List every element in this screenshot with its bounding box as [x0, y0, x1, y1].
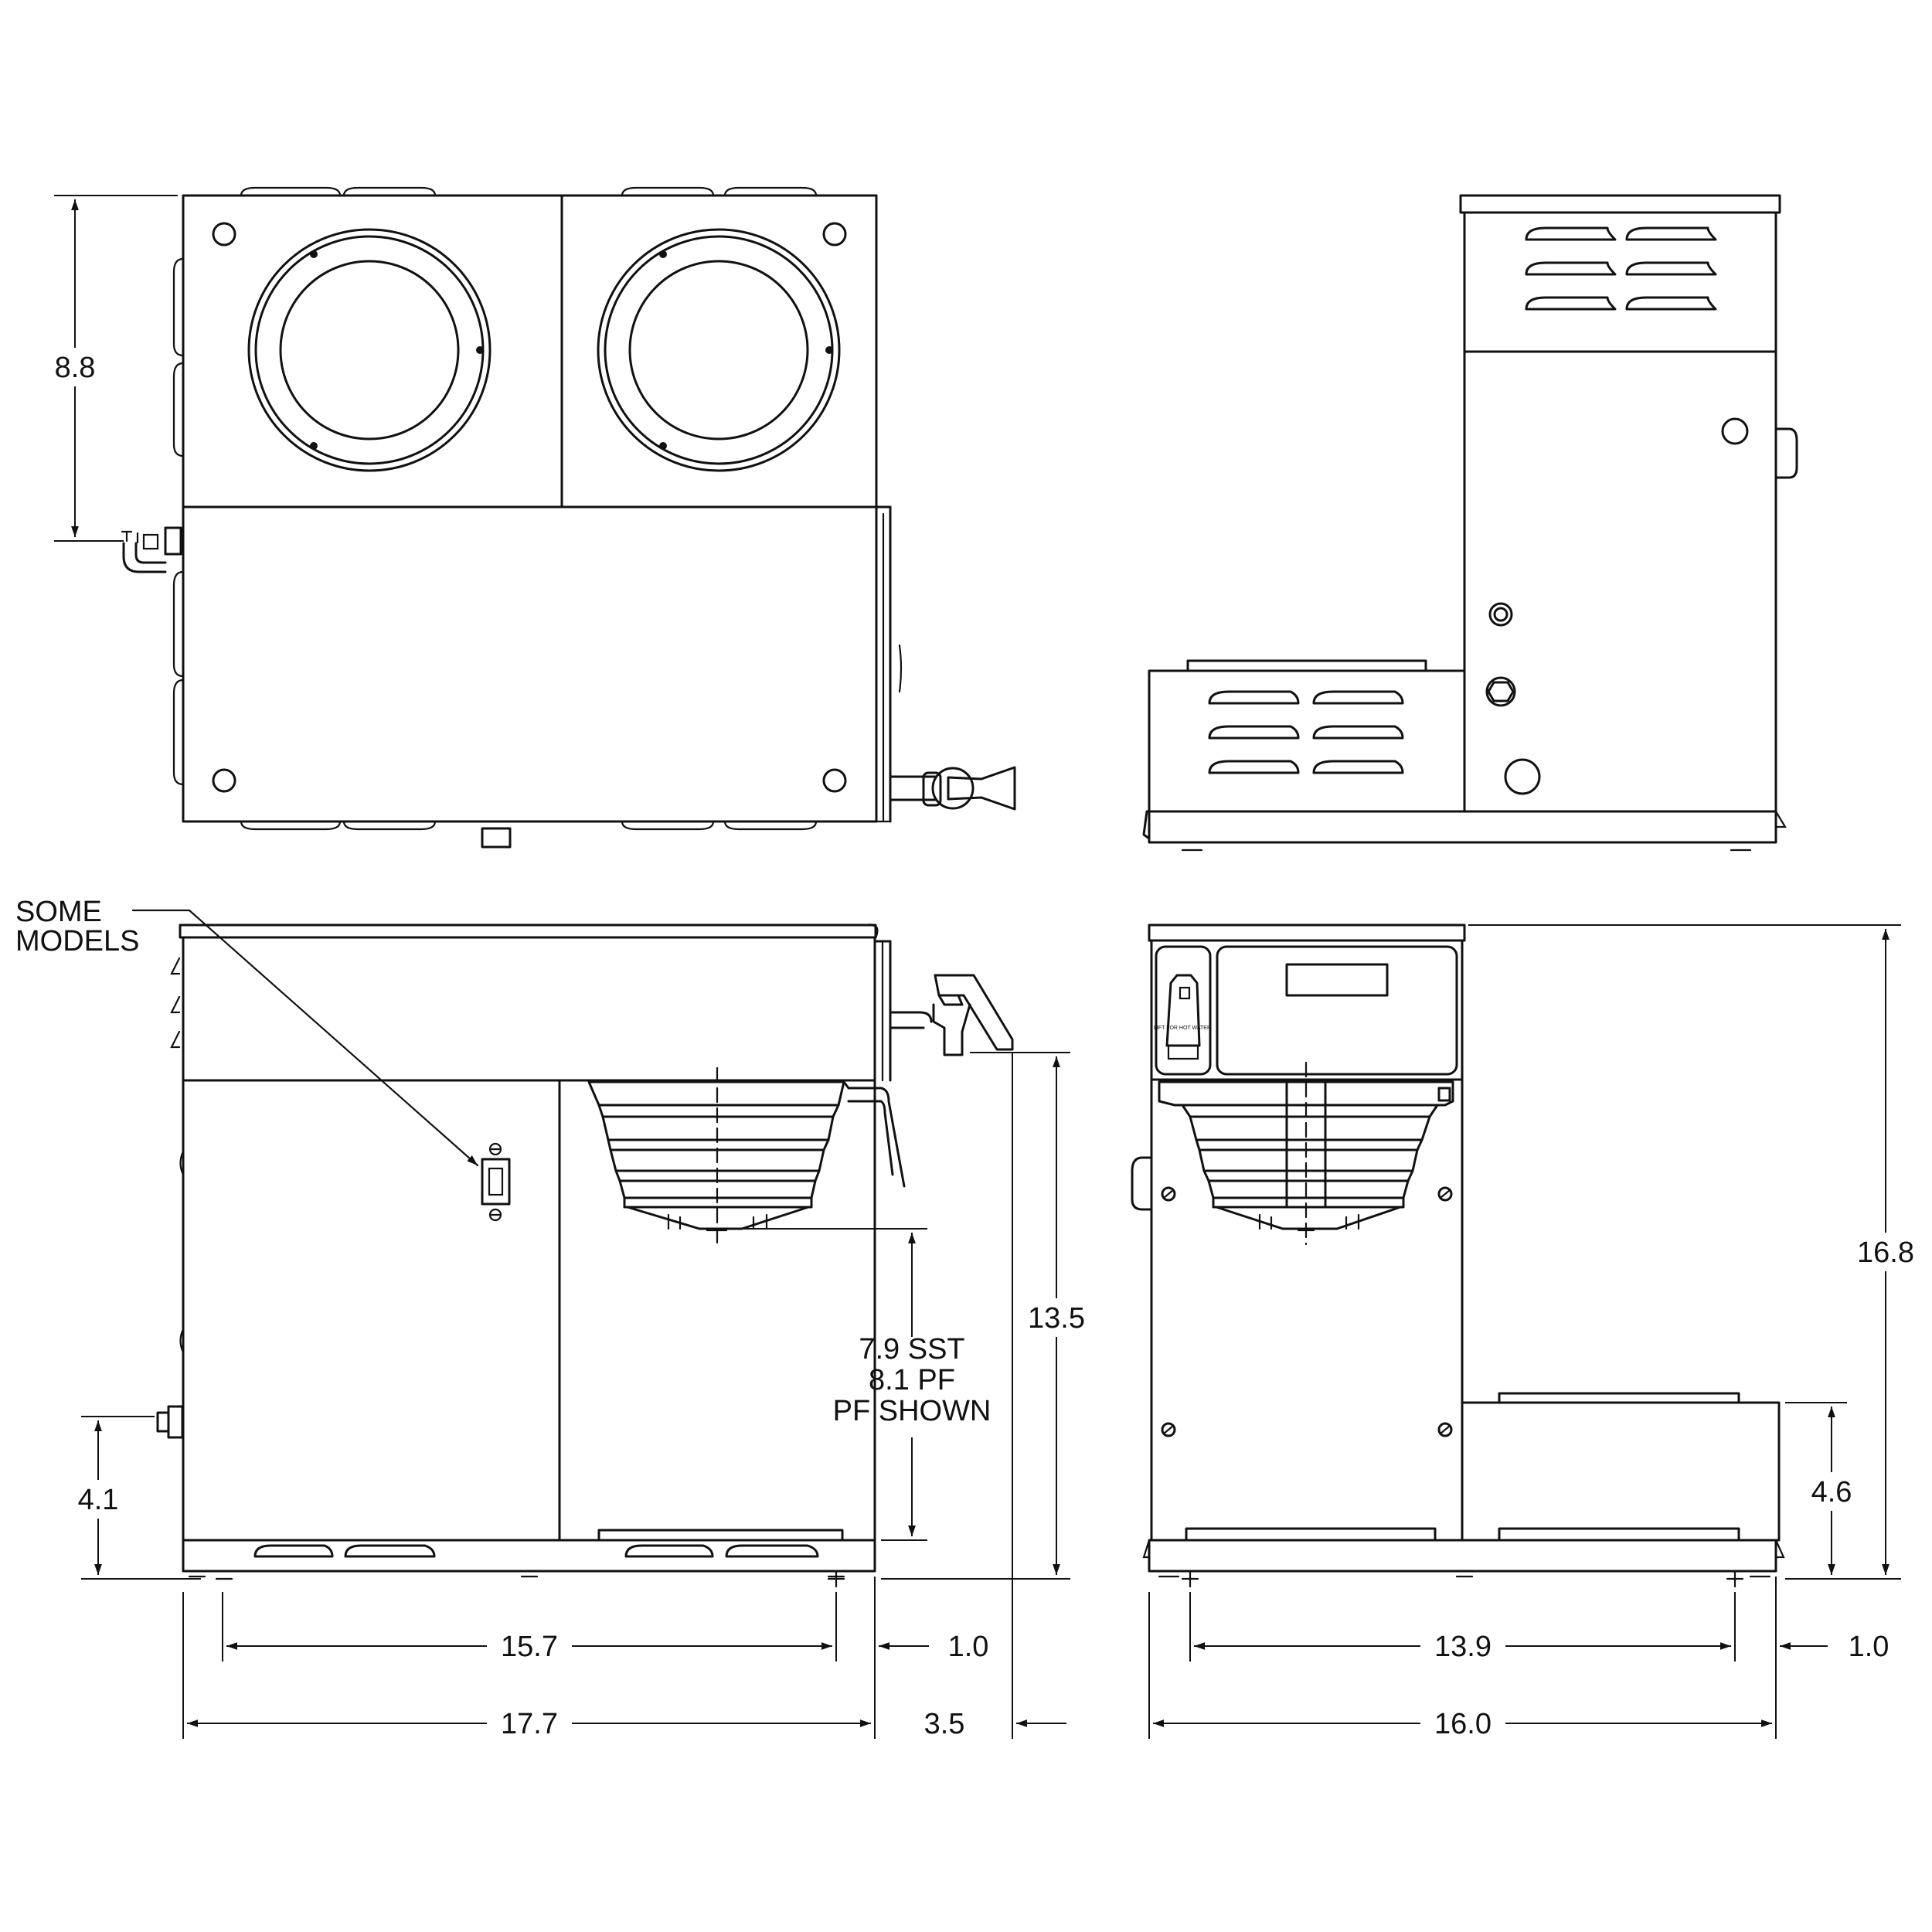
dim-front-right-offset: 1.0: [948, 1631, 989, 1663]
dim-total-height-to-faucet: 13.5: [1028, 1302, 1085, 1335]
vents-lower: [1208, 690, 1404, 774]
brew-funnel-side: [1158, 1061, 1454, 1246]
dim-side-right-offset: 1.0: [1849, 1631, 1889, 1663]
inlet-fitting-top-view: [121, 526, 182, 573]
vents-upper: [1525, 226, 1717, 311]
dim-front-width: 17.7: [501, 1708, 558, 1740]
dim-clearance-shown: PF SHOWN: [833, 1395, 992, 1427]
rocker-switch: [481, 1142, 511, 1222]
brew-funnel-front: [584, 1066, 906, 1246]
hot-water-lever-label: LIFT FOR HOT WATER: [1154, 1026, 1211, 1031]
dim-side-width: 16.0: [1434, 1708, 1492, 1740]
faucet-top-view: [889, 766, 1016, 811]
top-view: 8.8: [53, 186, 1016, 849]
sprayhead-right: [597, 228, 841, 472]
dim-clearance-sst: 7.9 SST: [859, 1333, 964, 1366]
faucet-front-view: [889, 974, 1014, 1056]
callout-some: SOME: [15, 896, 102, 928]
dim-top-height: 8.8: [55, 352, 96, 384]
front-view: SOME MODELS: [15, 896, 1087, 1743]
dim-clearance-pf: 8.1 PF: [869, 1364, 955, 1396]
dim-front-base-to-tap: 4.1: [78, 1484, 119, 1516]
dim-warmer-height: 4.6: [1811, 1476, 1852, 1509]
callout-models: MODELS: [15, 925, 139, 957]
dim-faucet-extension: 3.5: [924, 1708, 965, 1740]
top-right-view: [1142, 194, 1798, 852]
dim-front-feet-span: 15.7: [501, 1631, 558, 1663]
sprayhead-left: [247, 228, 492, 472]
top-view-outline: [182, 194, 878, 823]
dim-overall-height: 16.8: [1857, 1236, 1914, 1269]
side-view: LIFT FOR HOT WATER: [1131, 923, 1917, 1743]
dim-side-feet-span: 13.9: [1434, 1631, 1492, 1663]
